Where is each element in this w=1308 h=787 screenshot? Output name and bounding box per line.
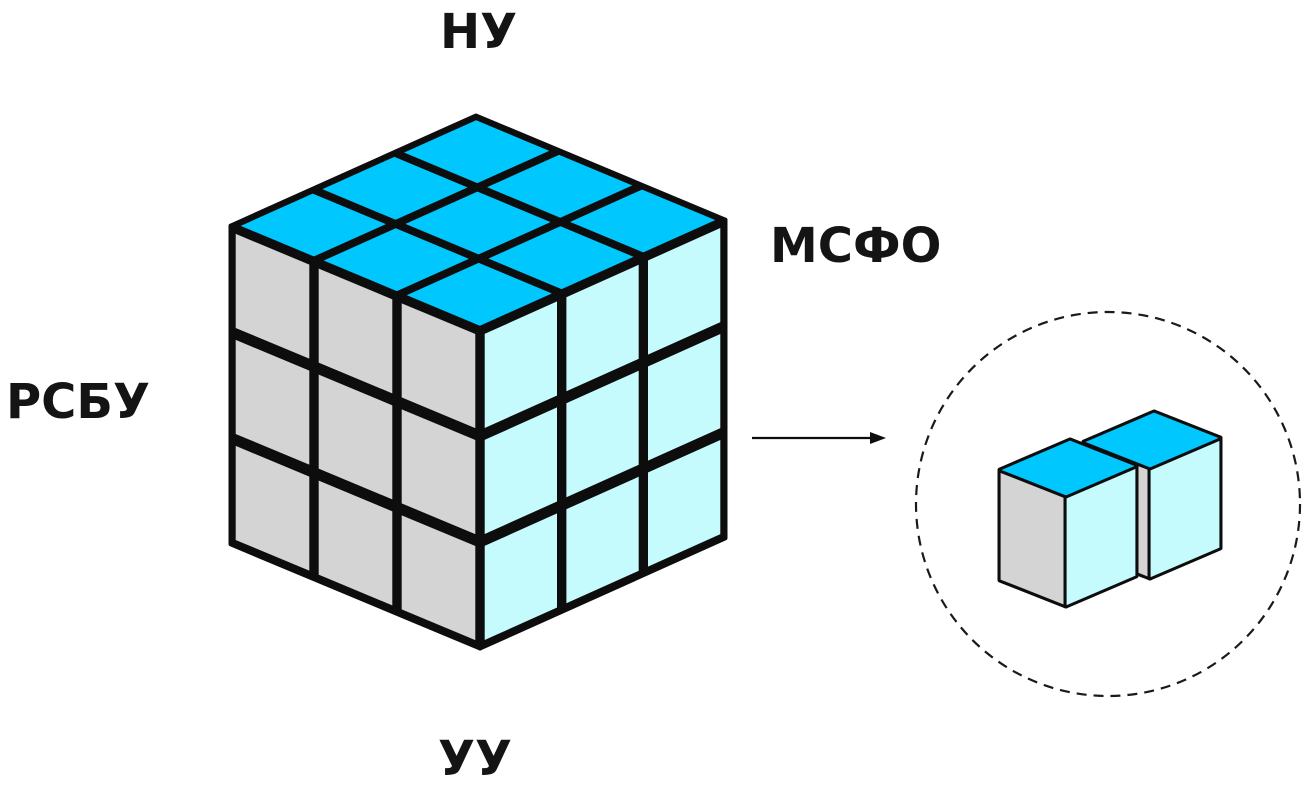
right-face-tile [646, 438, 722, 569]
top-face-tile [321, 227, 471, 293]
arrow-right-icon [752, 432, 886, 444]
small-cube-top-tile [999, 439, 1137, 497]
right-face-tile [565, 263, 640, 393]
left-face-tile [234, 232, 311, 361]
top-face-tile [404, 261, 555, 327]
small-cube-top-tile [1083, 411, 1221, 469]
left-face-tile [317, 267, 394, 395]
rubiks-cube-icon [228, 113, 728, 651]
left-face-tile [234, 444, 311, 573]
right-face-tile [483, 405, 559, 536]
right-face-tile [565, 475, 640, 605]
left-face-tile [400, 301, 477, 430]
label-rsbu: РСБУ [6, 374, 150, 430]
top-face-tile [320, 155, 470, 221]
right-face-tile [646, 226, 722, 357]
left-face-tile [234, 338, 311, 467]
left-face-tile [317, 373, 394, 501]
top-face-tile [567, 188, 718, 254]
label-nu: НУ [440, 4, 518, 60]
top-face-tile [486, 225, 636, 291]
top-face-tile [402, 118, 552, 185]
top-face-tile [403, 190, 553, 256]
right-face-tile [483, 511, 559, 642]
left-face-tile [317, 479, 394, 607]
top-face-tile [238, 192, 388, 258]
left-face-tile [400, 407, 477, 536]
label-msfo: МСФО [770, 218, 942, 274]
cube-pair-icon [997, 409, 1223, 609]
left-face-tile [400, 513, 477, 642]
right-face-tile [565, 369, 640, 499]
right-face-tile [646, 332, 722, 463]
top-face-tile [485, 153, 635, 219]
dashed-circle [914, 310, 1302, 698]
right-face-tile [483, 299, 559, 430]
label-uu: УУ [438, 731, 513, 787]
